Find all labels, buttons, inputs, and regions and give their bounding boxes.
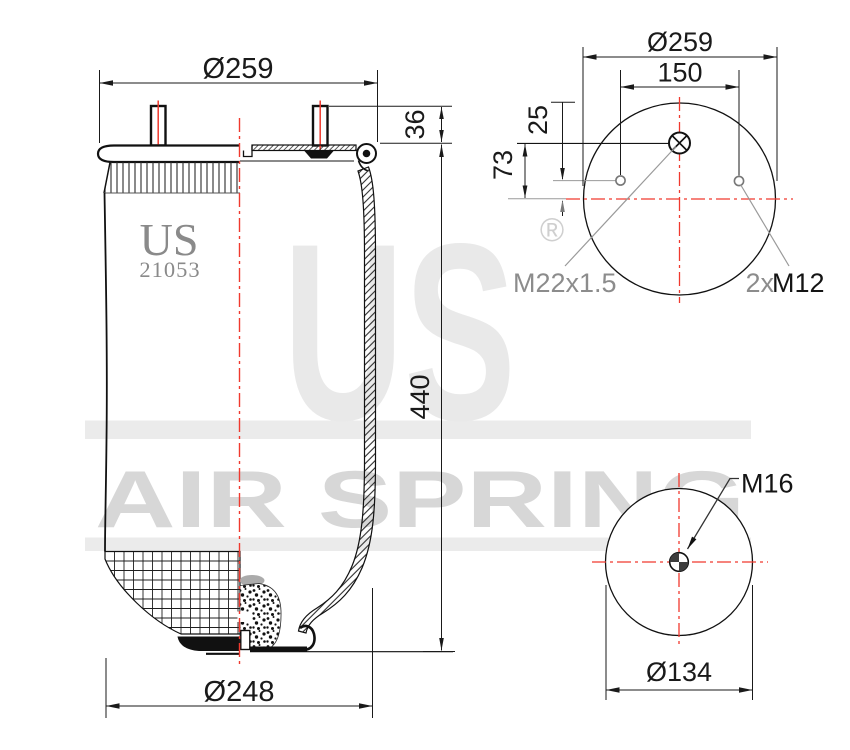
crimp-rib-band (103, 162, 240, 194)
arrow-left-icon (106, 703, 120, 709)
stud-height-label: 36 (400, 109, 430, 139)
product-marking: US 21053 (139, 214, 200, 282)
air-fitting-leader-line (564, 146, 677, 267)
stud-nut-section (304, 150, 334, 159)
arrow-left-icon (99, 80, 113, 86)
center-bolt-leader-line (686, 477, 739, 550)
assembly-height-dimension: 440 (405, 144, 455, 652)
side-top-diameter-label: Ø259 (203, 53, 274, 85)
left-stud-hole (615, 175, 626, 186)
watermark-band-top (85, 420, 751, 439)
stud-count-prefix-label: 2x (746, 268, 775, 298)
side-bottom-diameter-label: Ø248 (204, 676, 275, 708)
arrow-left-icon (606, 687, 620, 693)
stud-thread-label: M12 (772, 268, 825, 298)
stud-spacing-label: 150 (657, 58, 702, 88)
side-view-bottom-diameter-dimension: Ø248 (105, 588, 373, 718)
holes-offset-label: 25 (523, 105, 553, 135)
arrow-down-icon (522, 185, 528, 198)
stud-spacing-dimension: 150 (620, 58, 740, 176)
bellows-left-outline (103, 192, 108, 552)
center-bolt-thread-label: M16 (741, 469, 794, 499)
piston-diameter-label: Ø134 (646, 657, 712, 687)
assembly-height-label: 440 (405, 374, 435, 419)
arrow-right-icon (739, 687, 753, 693)
holes-offset-dimension: 25 (523, 101, 575, 216)
registered-trademark-icon: ® (540, 211, 564, 248)
bottom-plate-plain (177, 636, 240, 651)
watermark-band-bottom (85, 537, 751, 551)
stud-thread-leader-line (739, 184, 790, 267)
air-fitting-thread-label: M22x1.5 (513, 268, 617, 298)
rubber-curl (299, 624, 316, 652)
arrow-left-icon (583, 54, 597, 60)
right-stud-hole (733, 175, 745, 187)
arrow-up-icon (522, 144, 528, 157)
side-view-top-diameter-dimension: Ø259 (99, 53, 378, 143)
fitting-offset-label: 73 (488, 150, 518, 180)
arrow-left-icon (620, 84, 634, 90)
top-plate (96, 143, 377, 172)
product-brand-label: US (140, 214, 199, 265)
product-part-number: 21053 (139, 257, 200, 282)
bottom-view: M16 Ø134 (592, 469, 794, 700)
arrow-right-icon (763, 54, 777, 60)
watermark-layer: US ® AIR SPRING (85, 192, 751, 551)
top-view-diameter-dimension: Ø259 (582, 27, 778, 186)
arrow-up-icon (439, 107, 444, 119)
arrow-right-icon (359, 703, 373, 709)
arrow-up-icon (439, 144, 444, 157)
top-view: Ø259 150 73 25 M22x1.5 2x (488, 27, 825, 303)
arrow-right-icon (725, 84, 739, 90)
leader-arrow-icon (687, 536, 697, 549)
side-view: Ø259 (96, 53, 455, 718)
arrow-down-icon (560, 168, 565, 181)
arrow-up-icon (560, 199, 565, 212)
center-bolt-hole (668, 551, 690, 573)
fitting-offset-dimension: 73 (488, 144, 528, 198)
arrow-down-icon (439, 638, 444, 651)
arrow-down-icon (439, 130, 444, 142)
bottom-flange-section (250, 646, 307, 652)
arrow-right-icon (364, 80, 378, 86)
watermark-brand-text: US (283, 192, 516, 473)
piston-diameter-dimension: Ø134 (605, 585, 753, 700)
stud-height-dimension: 36 (329, 105, 452, 144)
bellows-wall-section (297, 166, 377, 634)
bellows-mesh-region (104, 550, 241, 635)
top-view-diameter-label: Ø259 (647, 27, 713, 57)
piston-section (237, 575, 282, 651)
